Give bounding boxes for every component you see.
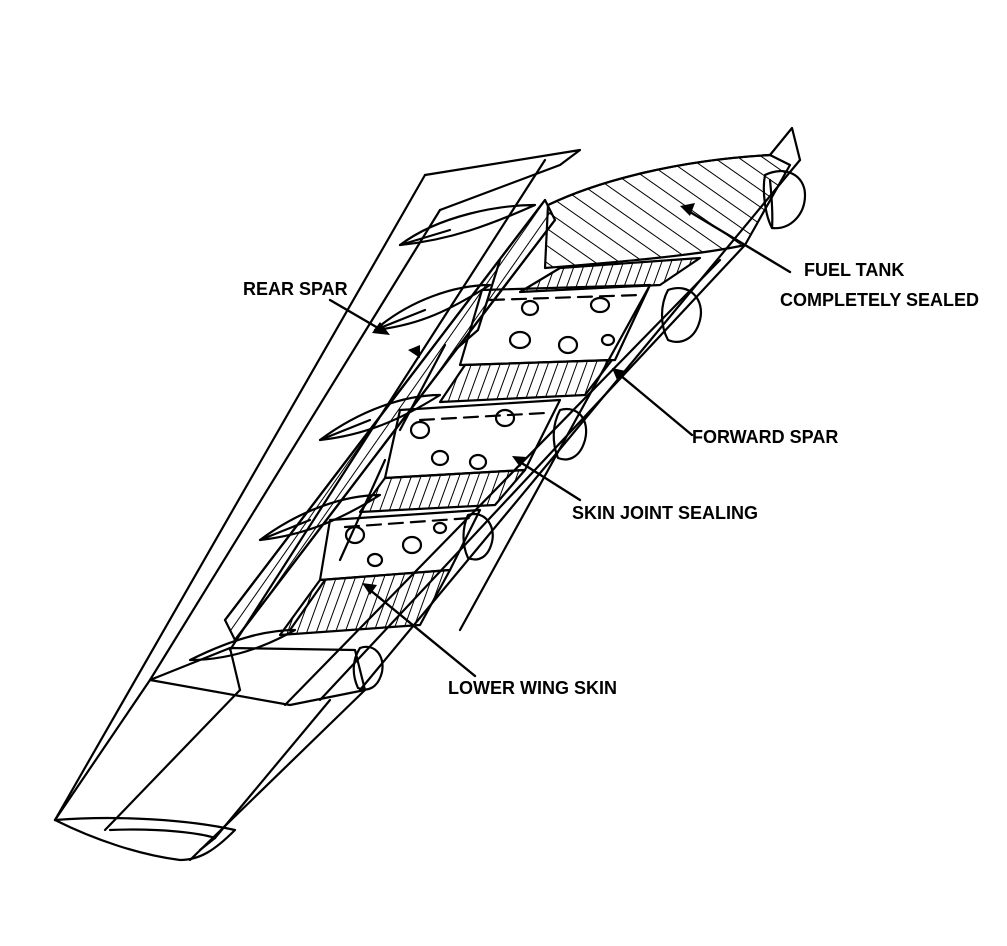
forward-spar-leader <box>618 373 694 437</box>
fuel-tank-label-line2: COMPLETELY SEALED <box>780 290 980 310</box>
lower-wing-skin-label: LOWER WING SKIN <box>448 678 617 698</box>
rear-spar-label: REAR SPAR <box>243 279 348 299</box>
skin-joint-sealing-leader <box>518 460 582 502</box>
leading-edge-rib-noses <box>352 287 703 691</box>
fuel-tank-leader <box>688 210 792 274</box>
callout-leaders <box>328 210 792 678</box>
upper-skin-fuel-tank <box>543 126 807 270</box>
lower-wing-skin-leader <box>368 588 477 678</box>
forward-spar-label: FORWARD SPAR <box>692 427 839 447</box>
skin-joint-sealing-label: SKIN JOINT SEALING <box>572 503 759 523</box>
wing-root-section <box>53 646 367 862</box>
forward-spar <box>283 158 802 707</box>
callout-arrowheads <box>362 203 695 595</box>
fuel-tank-label-line1: FUEL TANK <box>804 260 905 280</box>
rear-spar-leader <box>328 298 380 330</box>
